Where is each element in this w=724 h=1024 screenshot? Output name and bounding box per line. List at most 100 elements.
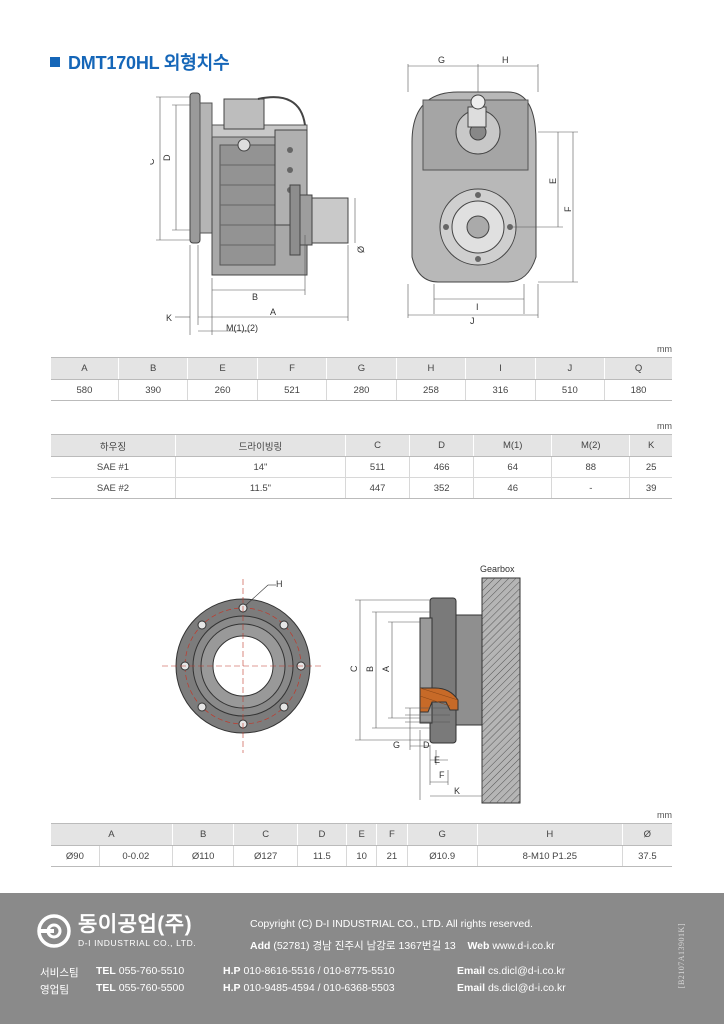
table3-header: H <box>476 823 623 846</box>
table3-cell: 37.5 <box>621 845 672 867</box>
dimension-table-flange: A B C D E F G H Ø Ø90 0-0.02 Ø110 Ø127 1… <box>51 823 672 867</box>
company-logo: 동이공업(주) D-I INDUSTRIAL CO., LTD. <box>36 913 196 949</box>
table3-cell: 8-M10 P1.25 <box>476 845 623 867</box>
table3-cell: 11.5 <box>296 845 347 867</box>
table2-cell: 352 <box>409 477 474 499</box>
email-label: Email <box>457 982 486 994</box>
company-name-ko: 동이공업(주) <box>78 913 193 936</box>
company-logo-icon <box>37 914 71 948</box>
table3-cell: Ø90 <box>51 845 100 867</box>
table3-cell: Ø127 <box>233 845 298 867</box>
dimension-table-main: A B E F G H I J Q 580 390 260 521 280 25… <box>51 357 672 401</box>
front-dim-i: I <box>476 302 479 312</box>
section-dim-g: G <box>393 740 400 750</box>
table2-cell: - <box>551 477 630 499</box>
table2-header: 하우징 <box>51 434 176 457</box>
table3-cell: Ø110 <box>171 845 234 867</box>
address-label: Add <box>250 940 271 952</box>
front-dim-g: G <box>438 55 445 65</box>
table3-cell: 21 <box>376 845 408 867</box>
web-link[interactable]: www.d-i.co.kr <box>492 940 555 952</box>
sales-email[interactable]: ds.dicl@d-i.co.kr <box>487 982 566 994</box>
front-dim-f: F <box>563 206 573 212</box>
dimension-table-housing: 하우징 드라이빙링 C D M(1) M(2) K SAE #1 14" 511… <box>51 434 672 499</box>
table3-header: B <box>171 823 234 846</box>
table2-header: K <box>629 434 672 457</box>
side-dim-d: D <box>162 154 172 161</box>
table3-header: A <box>51 823 173 846</box>
tel-label: TEL <box>96 982 116 994</box>
side-dim-m: M(1),(2) <box>226 323 258 333</box>
table1-cell: 390 <box>117 379 188 401</box>
section-dim-a: A <box>381 666 391 672</box>
table2-cell: 511 <box>344 456 410 478</box>
section-dim-b: B <box>365 666 375 672</box>
company-name-en: D-I INDUSTRIAL CO., LTD. <box>78 938 197 948</box>
table1-cell: 316 <box>465 379 536 401</box>
table1-header: I <box>465 357 536 380</box>
table3-header: D <box>296 823 347 846</box>
sales-hp: 010-9485-4594 / 010-6368-5503 <box>243 982 395 994</box>
copyright: Copyright (C) D-I INDUSTRIAL CO., LTD. A… <box>250 918 533 930</box>
table1-cell: 280 <box>326 379 397 401</box>
table3-header: F <box>376 823 408 846</box>
table1-cell: 521 <box>256 379 327 401</box>
table2-cell: 39 <box>629 477 672 499</box>
table3-header: Ø <box>621 823 672 846</box>
table1-cell: 180 <box>604 379 672 401</box>
flange-front-drawing: H <box>162 579 324 753</box>
table2-cell: 64 <box>473 456 552 478</box>
table1-header: H <box>395 357 466 380</box>
service-tel: 055-760-5510 <box>118 965 185 977</box>
table2-header: C <box>344 434 410 457</box>
side-dim-a: A <box>270 307 276 317</box>
table3-cell: 10 <box>345 845 377 867</box>
flange-dim-h: H <box>276 579 283 589</box>
section-dim-d: D <box>423 740 430 750</box>
tel-label: TEL <box>96 965 116 977</box>
section-dim-f: F <box>439 770 445 780</box>
document-code: [B2107A13901K] <box>677 923 686 989</box>
table2-cell: 466 <box>409 456 474 478</box>
table2-cell: 447 <box>344 477 410 499</box>
table1-header: B <box>117 357 188 380</box>
side-dim-b: B <box>252 292 258 302</box>
table-row: Ø90 0-0.02 Ø110 Ø127 11.5 10 21 Ø10.9 8-… <box>51 845 672 867</box>
table-row: 580 390 260 521 280 258 316 510 180 <box>51 379 672 401</box>
table2-header: M(2) <box>551 434 630 457</box>
page-title: DMT170HL 외형치수 <box>50 49 230 75</box>
table1-cell: 510 <box>534 379 605 401</box>
table3-header: E <box>345 823 377 846</box>
table2-cell: 11.5" <box>174 477 346 499</box>
address: (52781) 경남 진주시 남강로 1367번길 13 <box>273 940 456 952</box>
table1-header: F <box>256 357 327 380</box>
table2-header: D <box>409 434 474 457</box>
service-email[interactable]: cs.dicl@d-i.co.kr <box>487 965 566 977</box>
front-dim-j: J <box>470 316 475 326</box>
title-text: DMT170HL 외형치수 <box>68 53 230 73</box>
service-hp: 010-8616-5516 / 010-8775-5510 <box>243 965 395 977</box>
table1-cell: 260 <box>187 379 258 401</box>
hp-label: H.P <box>223 965 241 977</box>
side-view-drawing: C D B A K M(1),(2) Ø <box>150 92 366 335</box>
sales-contact: 영업팀 TEL 055-760-5500 H.P 010-9485-4594 /… <box>40 982 566 997</box>
unit-label-2: mm <box>657 421 672 431</box>
front-dim-e: E <box>548 178 558 184</box>
table1-header: G <box>326 357 397 380</box>
table2-cell: SAE #2 <box>51 477 176 499</box>
side-dim-k: K <box>166 313 172 323</box>
unit-label-1: mm <box>657 344 672 354</box>
section-dim-e: E <box>434 755 440 765</box>
table2-cell: 88 <box>551 456 630 478</box>
table3-cell: Ø10.9 <box>406 845 478 867</box>
front-view-drawing: G H E F I J <box>407 55 578 326</box>
table2-header: M(1) <box>473 434 552 457</box>
table1-cell: 258 <box>395 379 466 401</box>
front-dim-h: H <box>502 55 509 65</box>
table2-cell: 46 <box>473 477 552 499</box>
table2-header: 드라이빙링 <box>174 434 346 457</box>
table2-cell: 25 <box>629 456 672 478</box>
footer: 동이공업(주) D-I INDUSTRIAL CO., LTD. Copyrig… <box>0 893 724 1024</box>
table2-cell: 14" <box>174 456 346 478</box>
table3-header: C <box>233 823 298 846</box>
